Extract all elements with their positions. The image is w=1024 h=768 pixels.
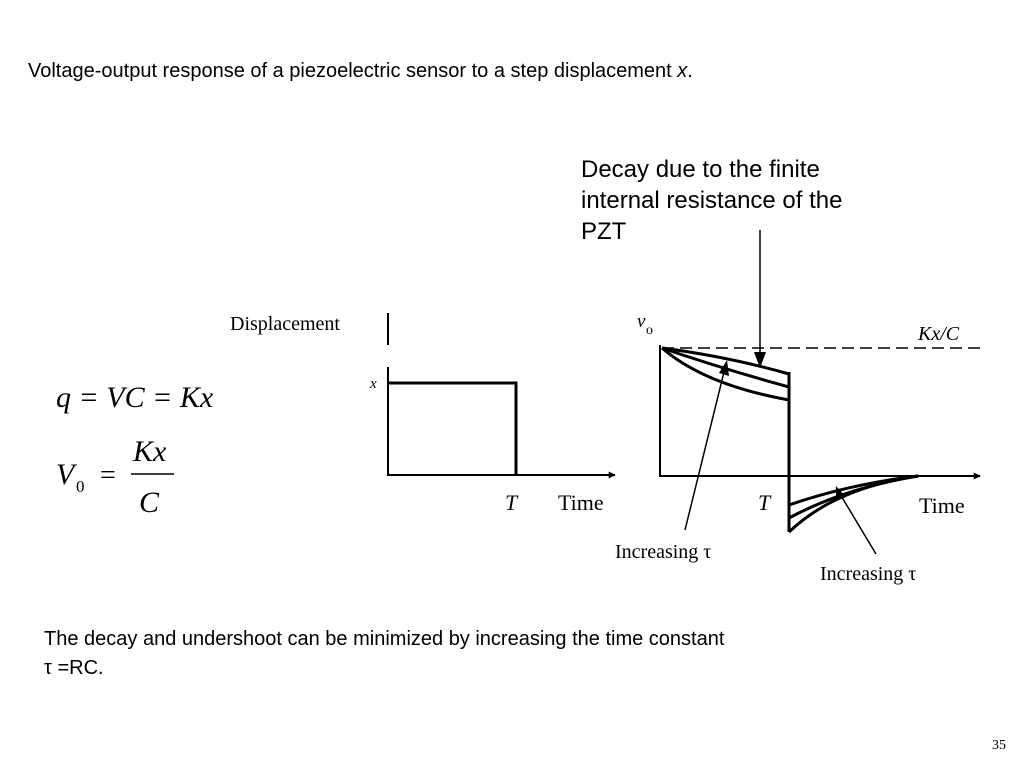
increasing-tau-label-1: Increasing τ <box>615 541 711 563</box>
asymptote-label: Kx/C <box>917 323 960 345</box>
voltage-equation-equals: = <box>100 460 116 491</box>
displacement-t-label: T <box>505 490 519 515</box>
decay-callout-line-1: Decay due to the finite <box>581 156 820 183</box>
undershoot-curve-mid <box>788 474 919 520</box>
voltage-equation-subscript: 0 <box>76 477 85 496</box>
slide-title: Voltage-output response of a piezoelectr… <box>28 60 693 83</box>
voltage-plot: v o Kx/C T Time Increasing τ Increasing … <box>615 311 981 585</box>
footer-note-line-1: The decay and undershoot can be minimize… <box>44 628 725 650</box>
displacement-plot: Displacement x T Time <box>230 313 616 515</box>
voltage-time-label: Time <box>919 493 965 518</box>
footer-note: The decay and undershoot can be minimize… <box>44 625 944 683</box>
equations: q = VC = Kx V 0 = Kx C <box>56 381 214 519</box>
page-number: 35 <box>992 738 1006 753</box>
increasing-tau-arrow-1 <box>684 360 729 531</box>
decay-callout-arrow <box>754 230 766 368</box>
charge-equation: q = VC = Kx <box>56 381 214 414</box>
voltage-equation-lhs: V <box>56 458 78 491</box>
displacement-level-label: x <box>369 376 377 392</box>
increasing-tau-label-2: Increasing τ <box>820 563 916 585</box>
undershoot-curve-slow <box>788 474 919 507</box>
voltage-equation-denominator: C <box>139 486 160 519</box>
decay-callout-line-2: internal resistance of the <box>581 187 843 214</box>
decay-curve-slow <box>661 346 790 376</box>
displacement-step-curve <box>388 381 518 475</box>
decay-callout: Decay due to the finite internal resista… <box>581 154 911 247</box>
voltage-t-label: T <box>758 490 772 515</box>
voltage-axis-subscript: o <box>646 323 653 338</box>
footer-note-line-2: τ =RC. <box>44 657 104 679</box>
slide-title-period: . <box>687 60 693 82</box>
displacement-time-label: Time <box>558 490 604 515</box>
voltage-axis-label: v <box>637 311 646 332</box>
displacement-axis-label: Displacement <box>230 313 340 335</box>
slide-title-text: Voltage-output response of a piezoelectr… <box>28 60 678 82</box>
increasing-tau-arrow-2 <box>836 486 877 555</box>
decay-callout-line-3: PZT <box>581 218 627 245</box>
undershoot-curve-fast <box>787 474 919 534</box>
slide-title-variable: x <box>677 60 688 82</box>
decay-curve-fast <box>661 346 790 402</box>
voltage-equation-numerator: Kx <box>132 435 167 468</box>
